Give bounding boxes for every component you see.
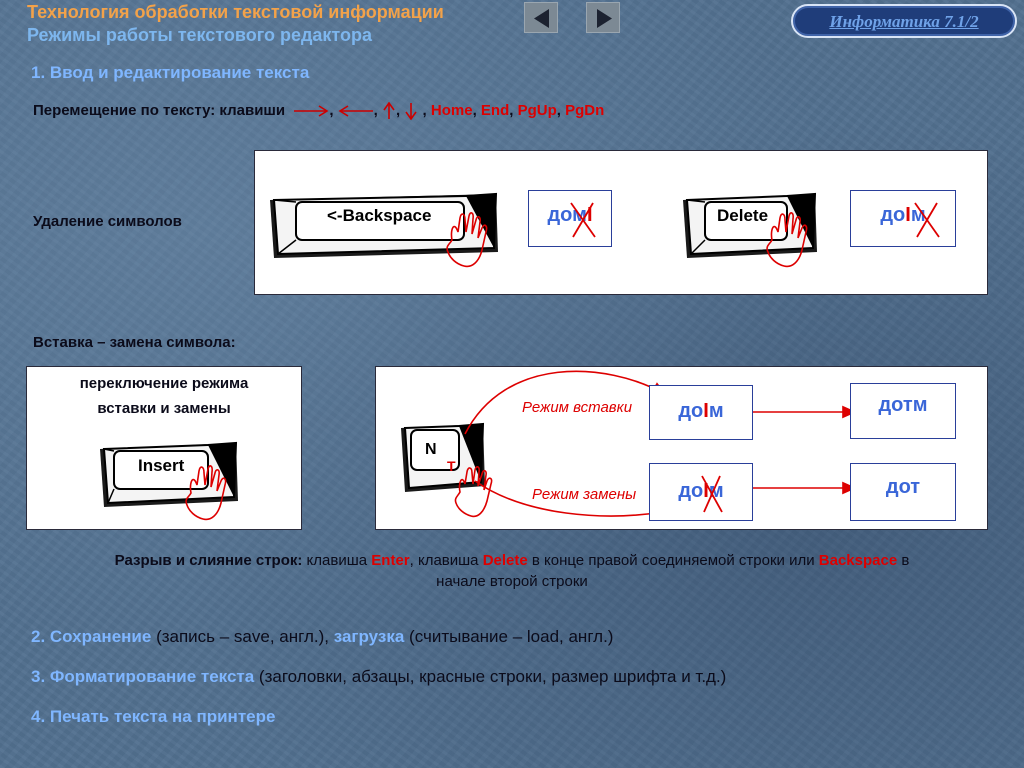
arrow-left-icon [338, 105, 373, 117]
mode-switch-line1: переключение режима [79, 375, 249, 392]
arrow-up-icon [383, 101, 395, 120]
enter-key-word: Enter [371, 552, 410, 569]
item-4: 4. Печать текста на принтере [31, 707, 276, 726]
triangle-left-icon [534, 9, 549, 28]
backspace-key-word: Backspace [818, 552, 898, 569]
strike-cross-icon [701, 475, 723, 513]
t-char-label: T [447, 458, 456, 474]
insert-key [100, 441, 238, 507]
line-break-paragraph-line2: начале второй строки [436, 573, 588, 590]
delete-key [683, 192, 817, 258]
hand-press-icon [446, 212, 488, 268]
prev-slide-button[interactable] [524, 2, 558, 33]
item-2: 2. Сохранение (запись – save, англ.), за… [31, 627, 614, 646]
delete-label: Удаление символов [33, 213, 182, 230]
mode-arrows [464, 370, 857, 521]
n-key [401, 422, 485, 492]
delete-key-label: Delete [717, 206, 769, 225]
section-heading-1: 1. Ввод и редактирование текста [31, 63, 310, 82]
key-home: Home [430, 102, 473, 119]
line-break-lead: Разрыв и слияние строк: [114, 552, 303, 569]
key-pgdn: PgDn [565, 102, 605, 119]
backspace-key-label: <-Backspace [327, 206, 432, 225]
word-box-before-backspace: домI [528, 190, 612, 247]
key-end: End [480, 102, 510, 119]
slide-subtitle: Режимы работы текстового редактора [27, 25, 372, 45]
next-slide-button[interactable] [586, 2, 620, 33]
insert-mode-word-box: доIм [649, 385, 753, 440]
hand-press-icon [766, 212, 808, 268]
course-badge-link[interactable]: Информатика 7.1/2 [791, 4, 1017, 38]
mode-switch-line2: вставки и замены [97, 400, 231, 417]
hand-press-icon [185, 465, 227, 521]
insert-result-word: дотм [878, 394, 928, 416]
item-3: 3. Форматирование текста (заголовки, абз… [31, 667, 727, 686]
triangle-right-icon [597, 9, 612, 28]
insert-replace-label: Вставка – замена символа: [33, 334, 236, 351]
course-badge-text[interactable]: Информатика 7.1/2 [829, 12, 979, 31]
key-pgup: PgUp [517, 102, 557, 119]
strike-cross-icon [570, 202, 596, 238]
insert-mode-word: доIм [678, 400, 724, 422]
hand-press-icon [454, 466, 493, 518]
slide-title: Технология обработки текстовой информаци… [27, 2, 444, 22]
movement-prefix: Перемещение по тексту: клавиши [33, 102, 286, 119]
replace-result-box: дот [850, 463, 956, 521]
line-break-paragraph: Разрыв и слияние строк: клавиша Enter, к… [114, 552, 910, 569]
replace-result-word: дот [885, 476, 921, 498]
word-doim-text: доIм [880, 204, 926, 226]
replace-mode-word: доIм [678, 480, 724, 502]
word-dom-text: домI [547, 204, 593, 226]
word-box-before-delete: доIм [850, 190, 956, 247]
delete-key-word: Delete [482, 552, 528, 569]
replace-mode-word-box: доIм [649, 463, 753, 521]
backspace-key [270, 192, 498, 258]
movement-line: Перемещение по тексту: клавиши , , , , H… [33, 101, 605, 121]
strike-cross-icon [914, 202, 940, 238]
arrow-right-icon [294, 105, 329, 117]
arrow-down-icon [405, 103, 418, 121]
insert-result-box: дотм [850, 383, 956, 439]
n-key-label: N [425, 441, 437, 458]
replace-mode-label: Режим замены [532, 486, 637, 503]
insert-key-label: Insert [138, 456, 185, 475]
insert-mode-label: Режим вставки [522, 399, 633, 416]
